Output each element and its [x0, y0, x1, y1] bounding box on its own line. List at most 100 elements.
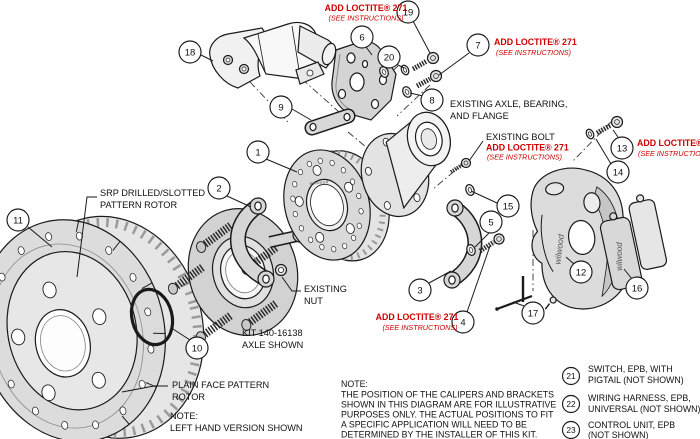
pad-brand-text: wilwood	[615, 242, 624, 271]
part-bolts-19	[411, 51, 443, 89]
svg-text:PURPOSES ONLY. THE ACTUAL POS: PURPOSES ONLY. THE ACTUAL POSITIONS TO F…	[341, 410, 554, 420]
svg-text:ROTOR: ROTOR	[172, 392, 205, 402]
svg-text:EXISTING BOLT: EXISTING BOLT	[486, 132, 555, 142]
balloon-4: 4	[451, 310, 475, 334]
svg-text:3: 3	[417, 285, 422, 296]
part-washer-8	[402, 86, 412, 98]
svg-text:A SPECIFIC APPLICATION WILL NE: A SPECIFIC APPLICATION WILL NEED TO BE	[341, 420, 527, 430]
part-o-ring	[129, 287, 175, 347]
part-brake-pads: wilwood	[599, 194, 668, 291]
balloon-14: 14	[606, 160, 630, 184]
rotor1-lug-holes	[294, 165, 355, 243]
svg-text:(SEE INSTRUCTIONS): (SEE INSTRUCTIONS)	[487, 153, 562, 162]
part-bracket-3	[443, 199, 483, 289]
svg-text:PATTERN ROTOR: PATTERN ROTOR	[100, 200, 177, 210]
balloon-10: 10	[185, 336, 209, 360]
svg-text:NOTE:: NOTE:	[170, 411, 198, 421]
svg-text:UNIVERSAL (NOT SHOWN): UNIVERSAL (NOT SHOWN)	[588, 404, 700, 414]
svg-text:WIRING HARNESS, EPB,: WIRING HARNESS, EPB,	[588, 393, 691, 403]
rotor-lug-holes	[11, 281, 107, 402]
balloons: 1 2 3 4 5 6 7 8 9 10 11 12 13 14 15 16 1…	[6, 0, 649, 360]
svg-text:ADD LOCTITE® 271: ADD LOCTITE® 271	[376, 312, 459, 322]
part-washer-15	[465, 184, 475, 196]
label-add-loctite-4: ADD LOCTITE® 271 (SEE INSTRUCTIONS)	[376, 312, 459, 332]
label-lh-version-note: NOTE: LEFT HAND VERSION SHOWN	[170, 411, 303, 433]
label-add-loctite-top: ADD LOCTITE® 271 (SEE INSTRUCTIONS)	[325, 3, 408, 23]
balloon-18: 18	[178, 40, 202, 64]
balloon-20: 20	[377, 45, 401, 69]
part-washer-20b	[400, 64, 410, 76]
svg-text:11: 11	[13, 215, 23, 226]
balloon-2: 2	[207, 176, 231, 200]
balloon-16: 16	[625, 276, 649, 300]
svg-text:17: 17	[528, 308, 539, 319]
svg-text:14: 14	[613, 167, 624, 178]
svg-text:SWITCH, EPB, WITH: SWITCH, EPB, WITH	[588, 364, 673, 374]
part-bolt-13	[595, 115, 624, 136]
svg-text:22: 22	[566, 399, 576, 409]
svg-text:1: 1	[255, 147, 260, 158]
svg-text:13: 13	[617, 143, 628, 154]
svg-text:(SEE INSTRUCTIONS): (SEE INSTRUCTIONS)	[328, 14, 403, 23]
balloon-15: 15	[496, 194, 520, 218]
label-existing-axle: EXISTING AXLE, BEARING, AND FLANGE	[450, 99, 567, 121]
svg-text:12: 12	[576, 267, 587, 278]
svg-text:AXLE SHOWN: AXLE SHOWN	[242, 340, 303, 350]
svg-text:SRP DRILLED/SLOTTED: SRP DRILLED/SLOTTED	[100, 188, 205, 198]
svg-text:ADD LOCTITE® 271: ADD LOCTITE® 271	[486, 143, 569, 153]
svg-text:(SEE INSTRUCTIONS): (SEE INSTRUCTIONS)	[382, 323, 457, 332]
svg-text:9: 9	[278, 102, 283, 113]
svg-text:7: 7	[475, 40, 480, 51]
label-srp-rotor: SRP DRILLED/SLOTTED PATTERN ROTOR	[100, 188, 205, 210]
svg-text:(SEE INSTRUCTIONS): (SEE INSTRUCTIONS)	[638, 149, 700, 158]
svg-text:8: 8	[429, 95, 434, 106]
svg-text:(SEE INSTRUCTIONS): (SEE INSTRUCTIONS)	[496, 48, 571, 57]
svg-text:EXISTING: EXISTING	[304, 284, 347, 294]
leader-lines	[27, 20, 633, 393]
svg-text:KIT 140-16138: KIT 140-16138	[242, 328, 303, 338]
balloon-17: 17	[521, 301, 545, 325]
rotor1-drill-holes	[290, 157, 364, 253]
legend-item-23: 23 CONTROL UNIT, EPB (NOT SHOWN)	[561, 420, 675, 439]
svg-text:5: 5	[488, 217, 493, 228]
svg-text:15: 15	[503, 201, 514, 212]
balloon-7: 7	[466, 33, 490, 57]
legend-item-22: 22 WIRING HARNESS, EPB, UNIVERSAL (NOT S…	[561, 393, 700, 414]
part-axle-flange	[360, 111, 451, 218]
note-block: NOTE: THE POSITION OF THE CALIPERS AND B…	[341, 379, 556, 439]
label-existing-nut: EXISTING NUT	[304, 284, 347, 306]
svg-text:EXISTING AXLE, BEARING,: EXISTING AXLE, BEARING,	[450, 99, 567, 109]
svg-text:20: 20	[384, 52, 395, 63]
balloon-19: 19	[396, 0, 420, 24]
balloon-9: 9	[269, 95, 293, 119]
part-bolt-5	[478, 233, 505, 254]
svg-text:DETERMINED BY THE INSTALLER OF: DETERMINED BY THE INSTALLER OF THIS KIT.	[341, 430, 537, 439]
rotor-drill-holes	[0, 231, 155, 430]
svg-text:23: 23	[566, 425, 576, 435]
part-epb-caliper-motor	[209, 21, 337, 89]
balloon-1: 1	[246, 140, 270, 164]
balloon-5: 5	[479, 210, 503, 234]
svg-text:21: 21	[566, 371, 576, 381]
caliper-brand-text: wilwood	[552, 233, 566, 264]
svg-text:THE POSITION OF THE CALIPERS A: THE POSITION OF THE CALIPERS AND BRACKET…	[341, 390, 554, 400]
svg-text:CONTROL UNIT, EPB: CONTROL UNIT, EPB	[588, 420, 675, 430]
svg-text:ADD LOCTITE® 271: ADD LOCTITE® 271	[325, 3, 408, 13]
part-washer-20	[379, 66, 389, 78]
svg-text:NOTE:: NOTE:	[341, 379, 368, 389]
balloon-8: 8	[420, 88, 444, 112]
svg-text:10: 10	[192, 343, 203, 354]
balloon-11: 11	[6, 208, 30, 232]
svg-text:PIGTAIL (NOT SHOWN): PIGTAIL (NOT SHOWN)	[588, 375, 684, 385]
balloon-12: 12	[569, 260, 593, 284]
svg-text:19: 19	[403, 7, 414, 18]
svg-text:16: 16	[632, 283, 643, 294]
rotor-slots	[75, 220, 165, 425]
part-washer-5	[466, 244, 476, 256]
label-add-loctite-13: ADD LOCTITE® 271 (SEE INSTRUCTIONS)	[637, 138, 700, 158]
label-plain-face-rotor: PLAIN FACE PATTERN ROTOR	[172, 380, 269, 402]
labels: ADD LOCTITE® 271 (SEE INSTRUCTIONS) ADD …	[100, 3, 700, 439]
rotor-brand-text: wilwood	[309, 179, 329, 186]
